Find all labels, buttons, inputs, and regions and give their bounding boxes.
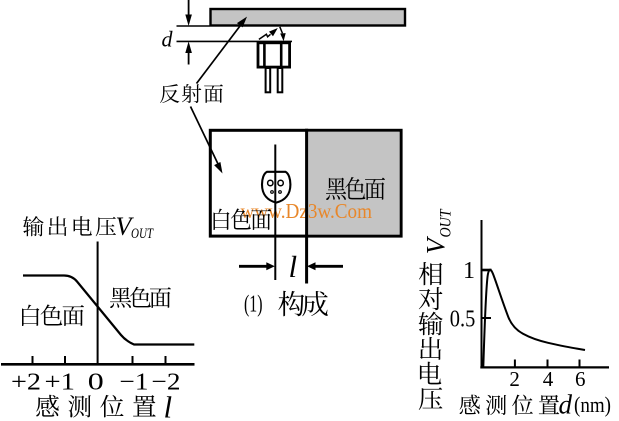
svg-text:2: 2 [509, 367, 520, 391]
svg-text:(nm): (nm) [574, 392, 611, 417]
svg-text:+1: +1 [45, 369, 76, 396]
svg-text:0: 0 [88, 369, 104, 396]
svg-text:(1): (1) [244, 291, 263, 318]
svg-text:V: V [116, 212, 135, 241]
svg-text:OUT: OUT [437, 209, 454, 238]
svg-text:l: l [289, 249, 298, 284]
svg-text:−1: −1 [120, 369, 149, 396]
svg-text:l: l [164, 389, 173, 421]
svg-text:1: 1 [463, 258, 475, 284]
svg-text:4: 4 [543, 367, 554, 391]
svg-text:OUT: OUT [131, 226, 154, 242]
svg-text:+2: +2 [11, 369, 41, 396]
svg-text:d: d [559, 390, 573, 420]
svg-text:6: 6 [575, 367, 586, 391]
svg-text:0.5: 0.5 [450, 306, 476, 332]
svg-text:d: d [162, 26, 174, 51]
svg-text:V: V [421, 235, 450, 254]
svg-text:−2: −2 [152, 369, 181, 396]
